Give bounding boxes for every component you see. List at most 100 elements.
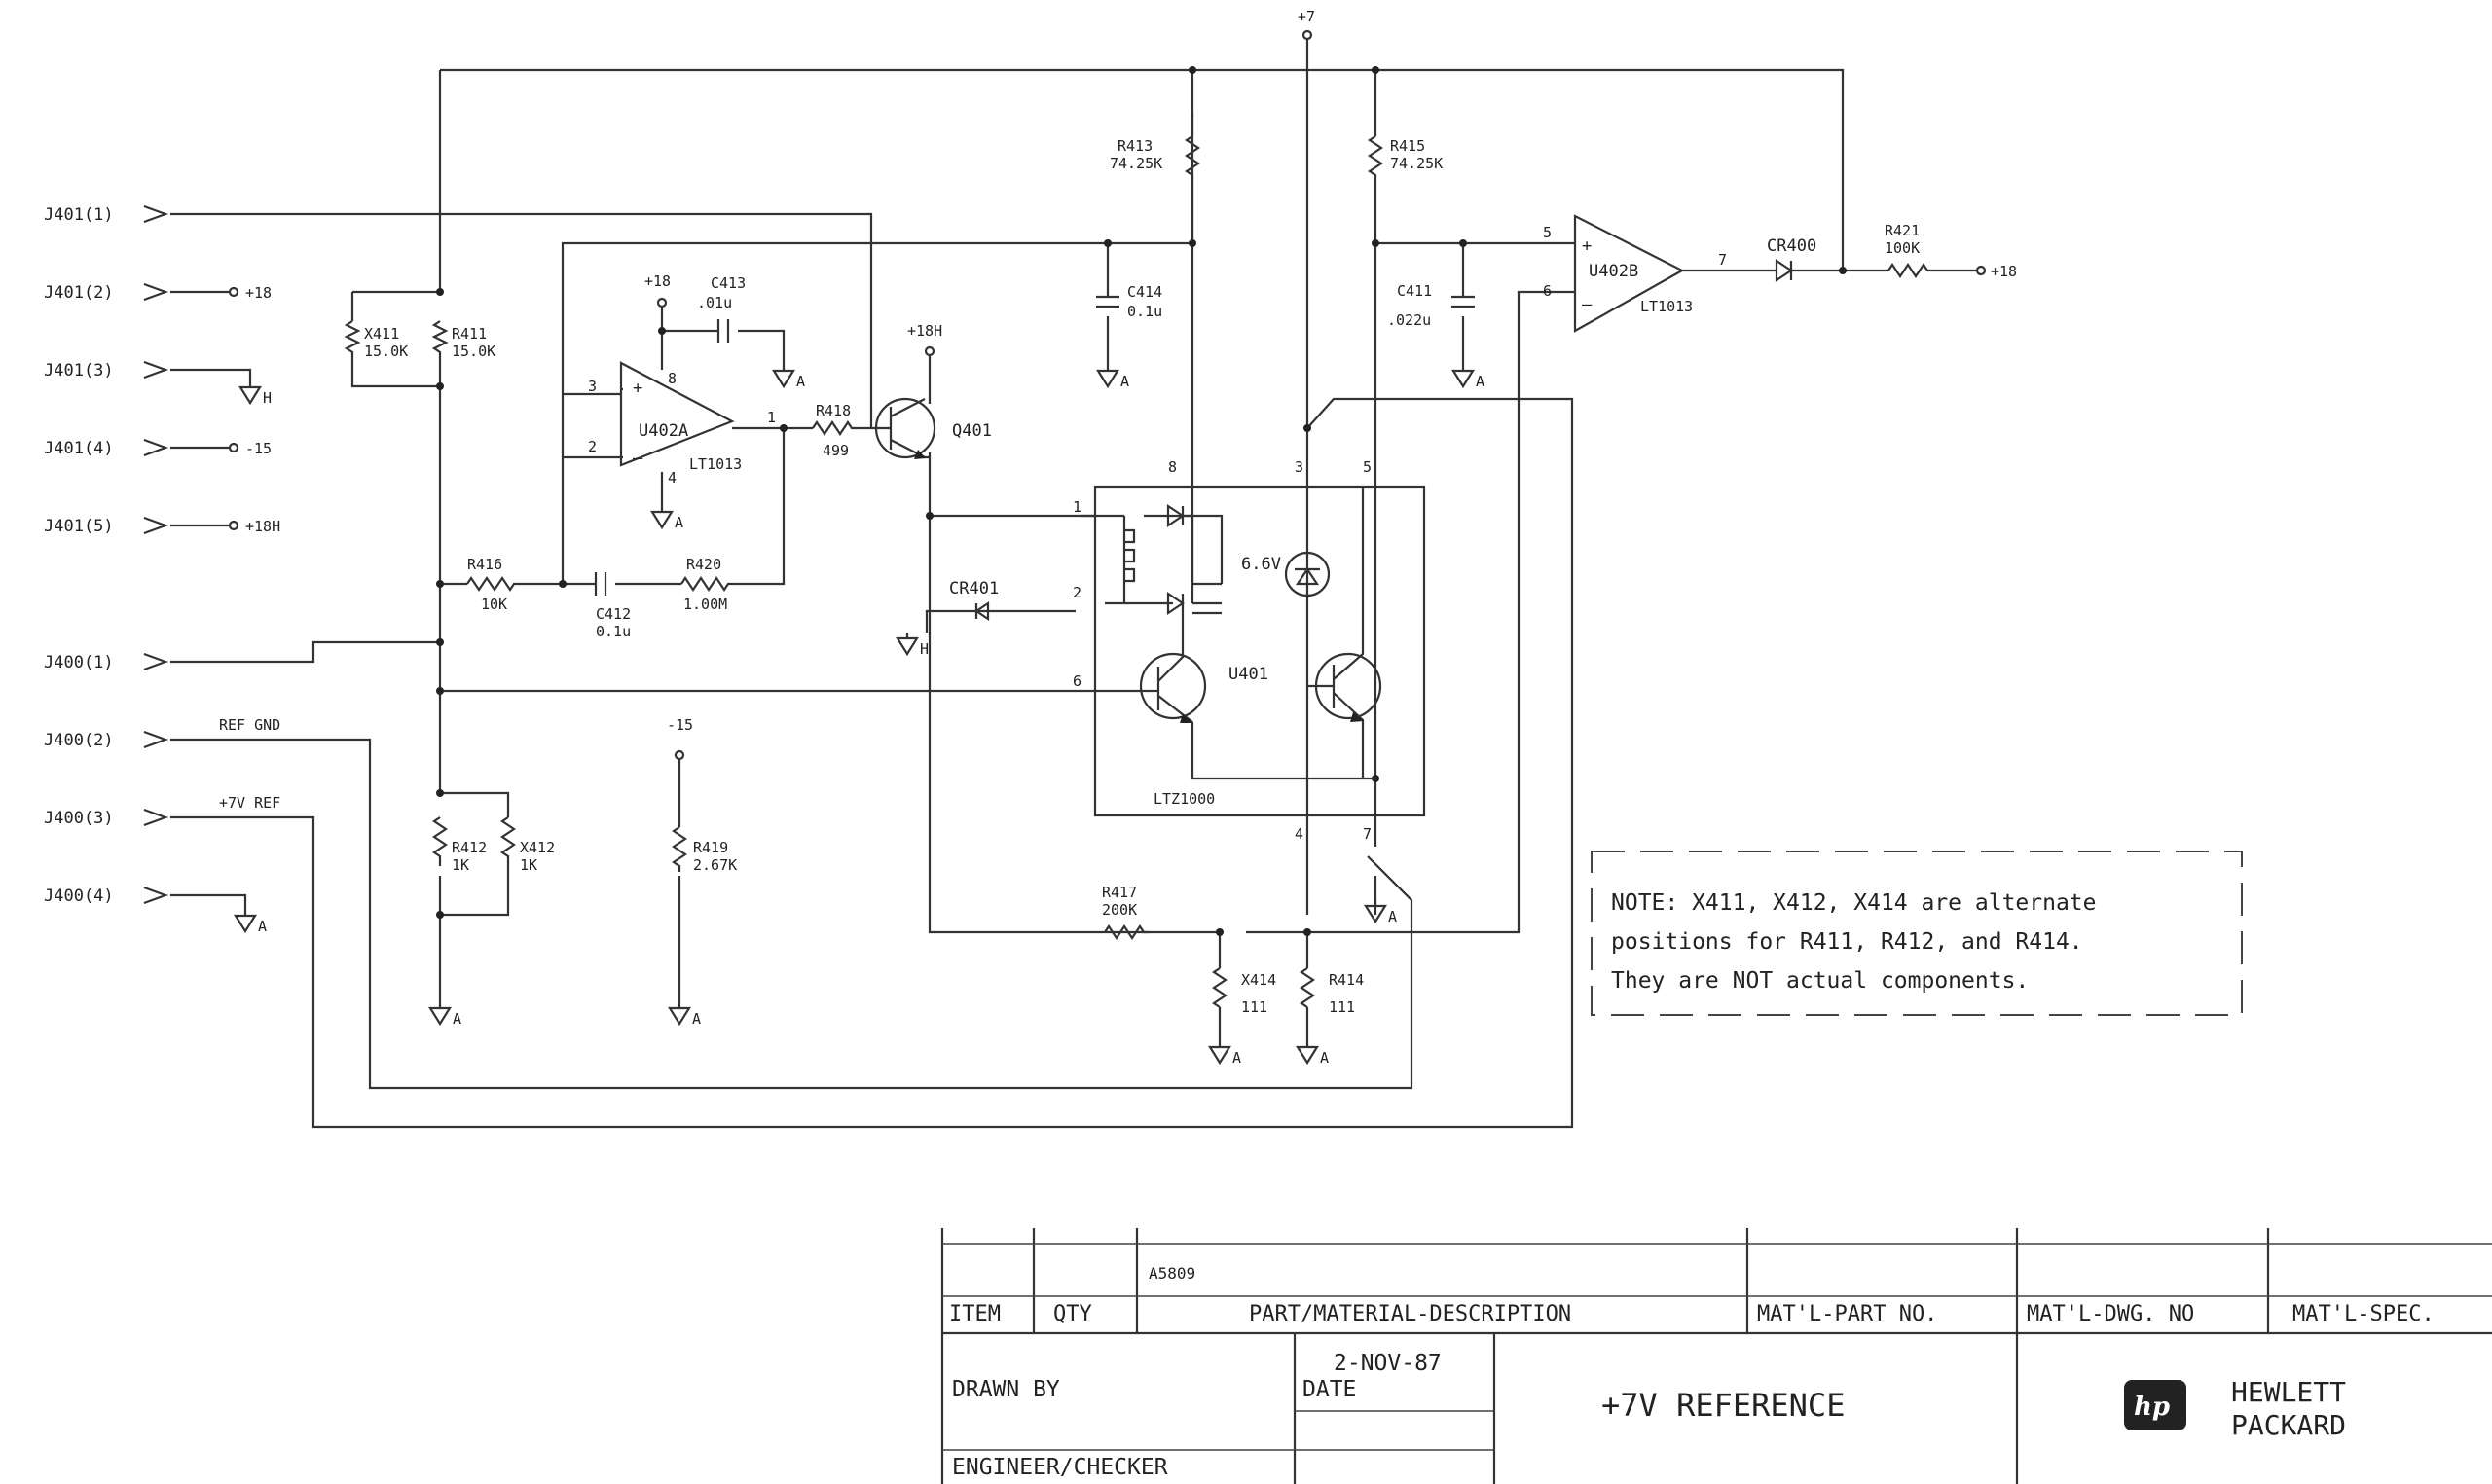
diode-cr401: CR401	[949, 579, 999, 622]
note-line-3: They are NOT actual components.	[1611, 968, 2029, 994]
svg-text:PART/MATERIAL-DESCRIPTION: PART/MATERIAL-DESCRIPTION	[1249, 1302, 1571, 1326]
svg-text:6: 6	[1073, 672, 1081, 690]
capacitor-c411	[1451, 295, 1475, 308]
svg-text:R413: R413	[1118, 137, 1153, 155]
svg-text:74.25K: 74.25K	[1390, 155, 1443, 172]
svg-text:C413: C413	[711, 274, 746, 292]
resistor-x414	[1212, 967, 1228, 1008]
hp-logo-icon	[2124, 1380, 2186, 1430]
svg-text:R419: R419	[693, 839, 728, 856]
svg-text:111: 111	[1329, 998, 1355, 1016]
svg-text:A: A	[1232, 1049, 1241, 1067]
engineer-checker-label: ENGINEER/CHECKER	[952, 1455, 1168, 1480]
svg-text:74.25K: 74.25K	[1110, 155, 1162, 172]
note-line-2: positions for R411, R412, and R414.	[1611, 929, 2083, 955]
svg-text:QTY: QTY	[1053, 1302, 1092, 1326]
svg-text:R414: R414	[1329, 971, 1364, 989]
u402a-part: LT1013	[689, 455, 742, 473]
capacitor-c414	[1096, 295, 1119, 308]
svg-text:R421: R421	[1885, 222, 1920, 239]
title-block: A5809 ITEM QTY PART/MATERIAL-DESCRIPTION…	[940, 1228, 2492, 1484]
svg-text:A: A	[692, 1010, 701, 1028]
svg-text:X414: X414	[1241, 971, 1276, 989]
resistor-r413	[1185, 135, 1200, 180]
svg-text:499: 499	[823, 442, 849, 459]
svg-text:ITEM: ITEM	[949, 1302, 1001, 1326]
resistor-r414	[1300, 967, 1315, 1008]
resistor-r412	[432, 816, 448, 866]
svg-text:1.00M: 1.00M	[683, 596, 727, 613]
svg-text:8: 8	[1168, 458, 1177, 476]
transistor-q401: Q401	[874, 397, 992, 459]
u401-zener-value: 6.6V	[1241, 555, 1281, 574]
svg-text:7: 7	[1363, 825, 1372, 843]
resistor-r418	[812, 420, 857, 436]
svg-text:0.1u: 0.1u	[1127, 303, 1162, 320]
svg-text:15.0K: 15.0K	[364, 343, 408, 360]
svg-text:1: 1	[1073, 498, 1081, 516]
svg-text:5: 5	[1363, 458, 1372, 476]
connector-j401-5: J401(5)	[44, 517, 114, 536]
ltz1000-package: 8 3 5 1 2 6 4 7 6.6V U401 LTZ1000	[1073, 458, 1426, 843]
svg-text:X411: X411	[364, 325, 399, 343]
hp-logo-text: hp	[2134, 1393, 2170, 1422]
company-name-line-2: PACKARD	[2231, 1409, 2346, 1441]
junction-dots	[436, 66, 1847, 936]
svg-text:CR401: CR401	[949, 579, 999, 598]
connector-j400-4: J400(4)	[44, 887, 114, 906]
svg-text:8: 8	[668, 370, 677, 387]
svg-text:15.0K: 15.0K	[452, 343, 495, 360]
svg-text:2: 2	[1073, 584, 1081, 601]
svg-text:MAT'L-DWG. NO: MAT'L-DWG. NO	[2027, 1302, 2194, 1326]
svg-text:+: +	[633, 379, 642, 398]
svg-text:A: A	[258, 918, 267, 935]
svg-text:4: 4	[668, 469, 677, 487]
power-plus7-label: +7	[1298, 8, 1315, 25]
svg-text:1: 1	[767, 409, 776, 426]
power-p18-out-label: +18	[1991, 263, 2017, 280]
note-line-1: NOTE: X411, X412, X414 are alternate	[1611, 890, 2097, 916]
connector-j401-2: J401(2)	[44, 283, 114, 303]
power-labels: +7 +18 +18H -15 +18	[644, 8, 2017, 761]
svg-text:C411: C411	[1397, 282, 1432, 300]
svg-text:Q401: Q401	[952, 421, 992, 441]
svg-text:MAT'L-SPEC.: MAT'L-SPEC.	[2292, 1302, 2435, 1326]
svg-text:A: A	[1120, 373, 1129, 390]
resistors	[344, 135, 1928, 1008]
svg-text:R415: R415	[1390, 137, 1425, 155]
svg-text:10K: 10K	[481, 596, 507, 613]
svg-text:+: +	[1582, 236, 1592, 256]
connector-j401-4: J401(4)	[44, 439, 114, 458]
svg-text:3: 3	[588, 378, 597, 395]
svg-text:7: 7	[1718, 251, 1727, 269]
net-label-7v-ref: +7V REF	[219, 794, 280, 812]
svg-text:111: 111	[1241, 998, 1267, 1016]
svg-text:—: —	[633, 449, 643, 468]
opamp-u402a: + — U402A LT1013 3 2 1 8 4	[588, 361, 776, 487]
capacitors	[594, 295, 1475, 596]
note-box: NOTE: X411, X412, X414 are alternate pos…	[1591, 851, 2243, 1016]
svg-text:A: A	[453, 1010, 461, 1028]
drawing-title: +7V REFERENCE	[1601, 1387, 1845, 1424]
u401-ref: U401	[1228, 665, 1268, 684]
svg-text:0.1u: 0.1u	[596, 623, 631, 640]
power-p18-label: +18	[644, 272, 671, 290]
opamp-u402b: + — U402B LT1013 5 6 7	[1543, 214, 1727, 333]
svg-text:2.67K: 2.67K	[693, 856, 737, 874]
u402a-ref: U402A	[639, 421, 688, 441]
resistor-r416	[466, 576, 518, 592]
net-label-p18h: +18H	[245, 518, 280, 535]
svg-text:4: 4	[1295, 825, 1303, 843]
connector-j401-3: J401(3)	[44, 361, 114, 380]
svg-text:R418: R418	[816, 402, 851, 419]
connector-j401-1: J401(1)	[44, 205, 114, 225]
svg-text:H: H	[920, 640, 929, 658]
svg-text:R411: R411	[452, 325, 487, 343]
svg-text:A: A	[675, 514, 683, 531]
svg-text:100K: 100K	[1885, 239, 1920, 257]
resistor-r415	[1368, 135, 1383, 180]
power-p18h-label: +18H	[907, 322, 942, 340]
svg-text:2: 2	[588, 438, 597, 455]
drawing-number: A5809	[1149, 1264, 1195, 1283]
connector-j400-1: J400(1)	[44, 653, 114, 672]
